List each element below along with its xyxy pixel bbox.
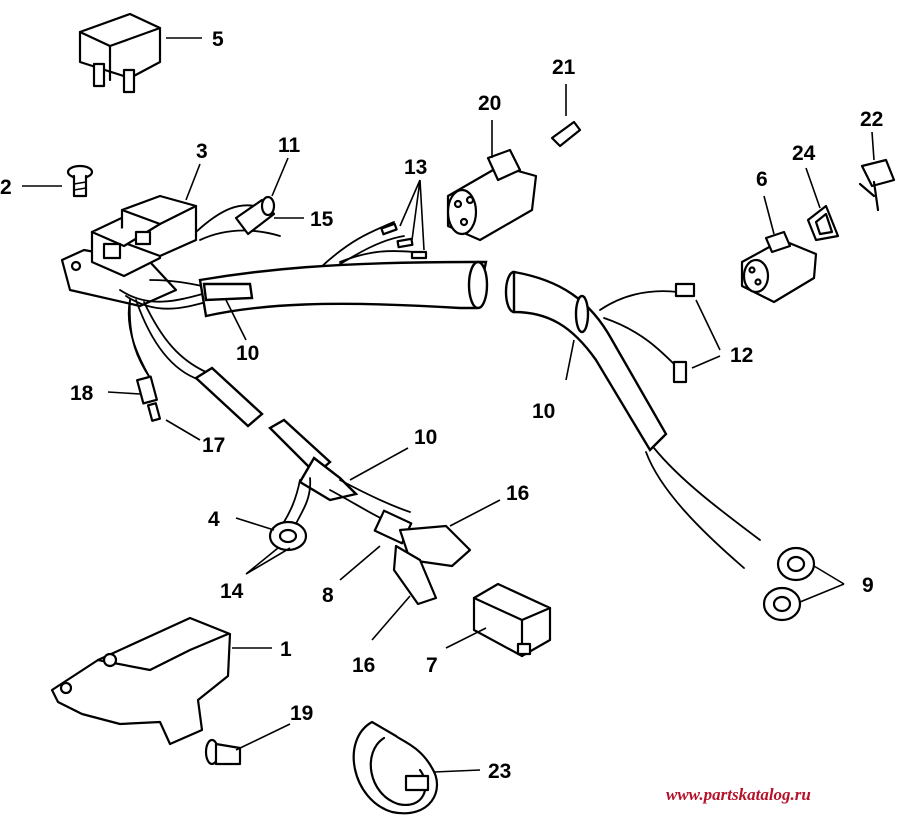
- callout-13: 13: [404, 156, 427, 179]
- harness-sleeve-right: [504, 270, 816, 622]
- callout-12: 12: [730, 344, 753, 367]
- callout-22: 19: [290, 702, 313, 725]
- callout-10-left: 10: [236, 342, 259, 365]
- relay-part: [78, 12, 162, 94]
- callout-19: 22: [860, 108, 883, 131]
- terminal-block-part: [60, 194, 198, 308]
- callout-labels: 5 2 3 11 15 13 10 10 12 18 17 10 16 4 14…: [0, 28, 883, 783]
- callout-21: 20: [478, 92, 501, 115]
- callout-5: 5: [212, 28, 224, 51]
- callout-10-right: 10: [532, 400, 555, 423]
- callout-23: 23: [488, 760, 511, 783]
- callout-10-lower: 10: [414, 426, 437, 449]
- terminal-ends: [380, 222, 428, 260]
- harness-sleeve-left: [198, 260, 489, 318]
- cable-strap-part: [352, 720, 438, 815]
- harness-sleeve-lower: [194, 366, 411, 527]
- callout-16-upper: 16: [506, 482, 529, 505]
- callout-8: 8: [322, 584, 334, 607]
- seal-part: [806, 204, 840, 242]
- callout-20: 21: [552, 56, 576, 79]
- spade-connectors-part: [373, 509, 472, 606]
- connector-boot-part: [234, 195, 276, 236]
- callout-6: 6: [756, 168, 768, 191]
- callout-17: 17: [202, 434, 225, 457]
- callout-2: 2: [0, 176, 12, 199]
- bracket-screw-part: [204, 738, 242, 766]
- callout-1: 1: [280, 638, 292, 661]
- callout-11: 11: [278, 134, 301, 157]
- screw-part: [66, 164, 94, 198]
- watermark-text: www.partskatalog.ru: [666, 785, 811, 804]
- callout-4: 4: [208, 508, 220, 531]
- terminal-pin-part: [550, 120, 582, 148]
- callout-14: 14: [220, 580, 244, 603]
- callout-3: 3: [196, 140, 208, 163]
- callout-18: 18: [70, 382, 94, 405]
- callout-16-lower: 16: [352, 654, 375, 677]
- grommet-part: [268, 520, 308, 552]
- callout-9: 9: [862, 574, 874, 597]
- bracket-part: [50, 616, 232, 746]
- socket-connector-part: [740, 230, 818, 304]
- clip-part: [858, 158, 896, 212]
- callout-leaders: [22, 37, 875, 773]
- bullet-connector-part: [128, 299, 162, 422]
- callout-7: 7: [426, 654, 438, 677]
- relay-socket-part: [472, 582, 552, 658]
- callout-15: 15: [310, 208, 334, 231]
- callout-24: 24: [792, 142, 816, 165]
- plug-connector-part: [446, 148, 538, 242]
